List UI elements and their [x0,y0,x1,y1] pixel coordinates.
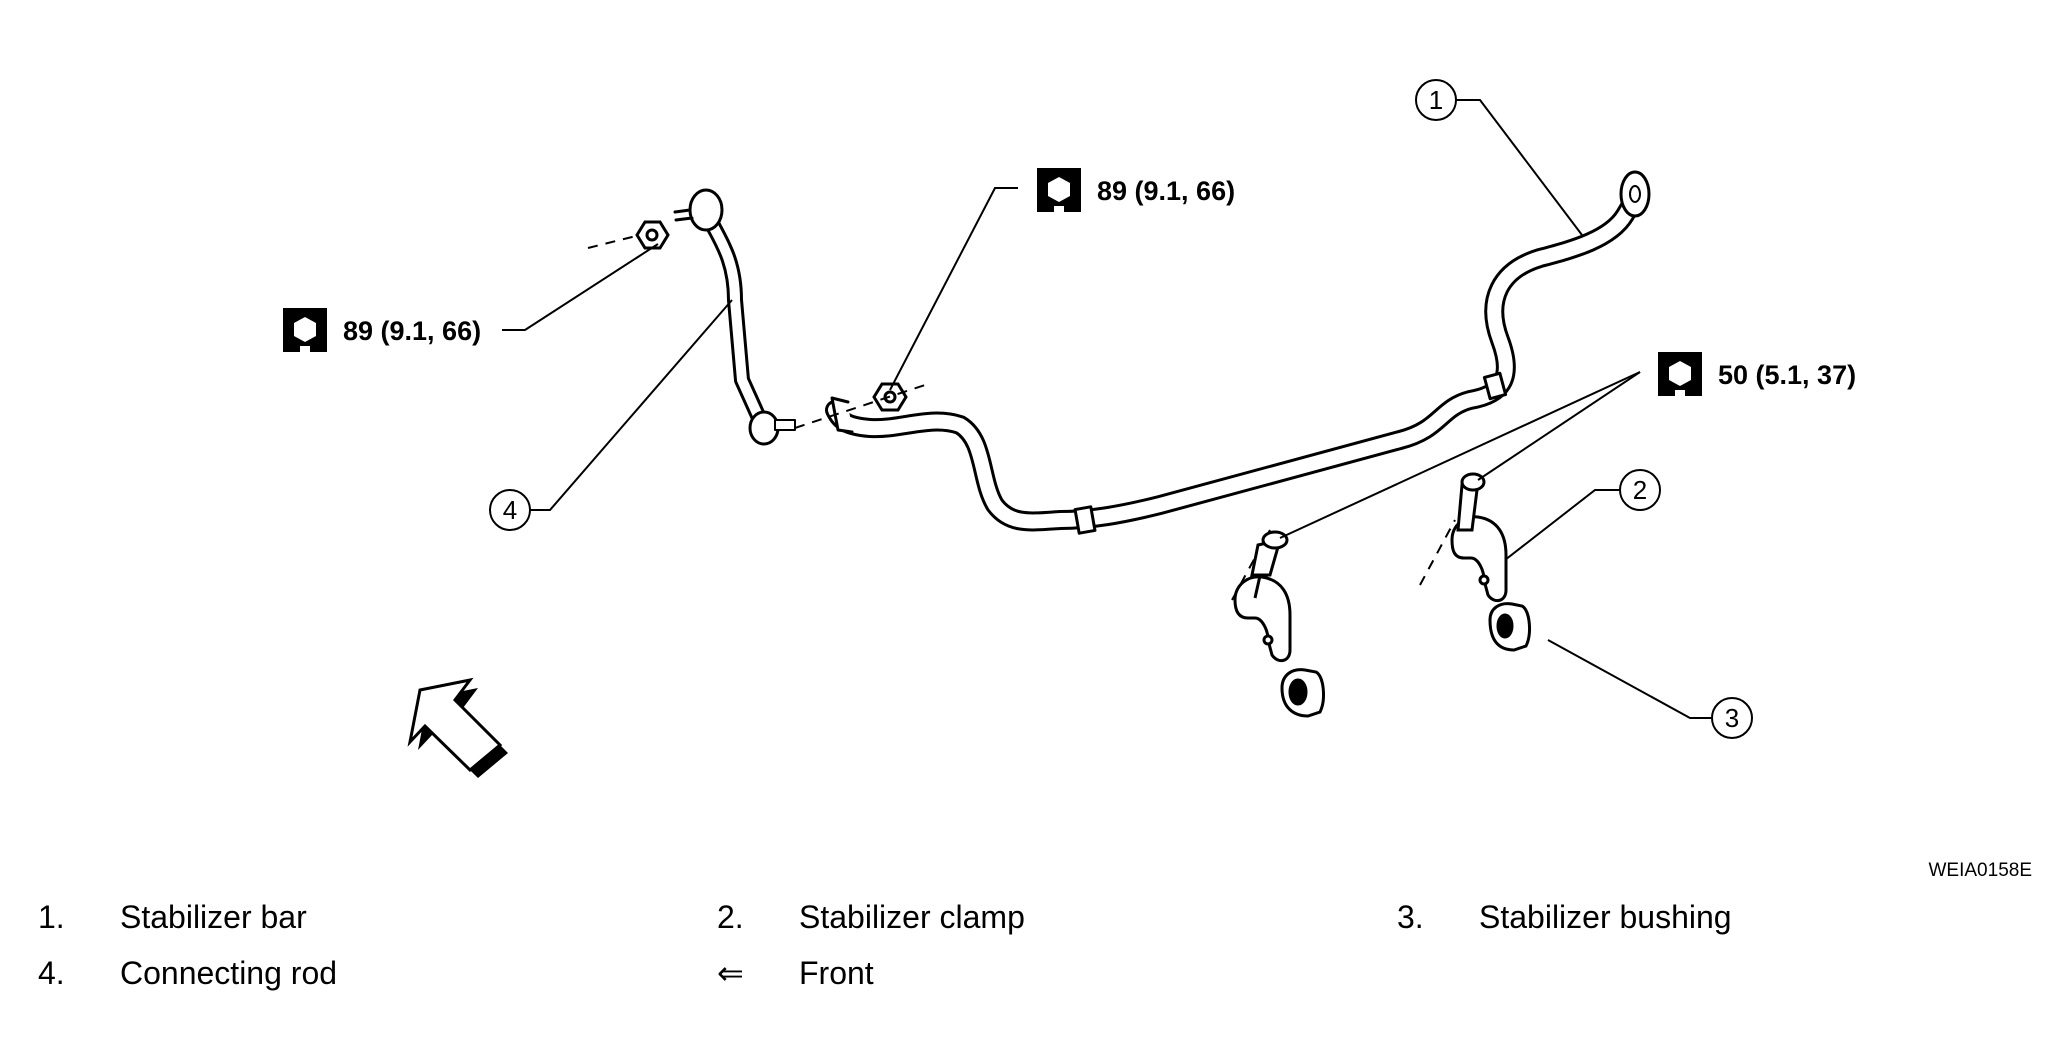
connecting-rod [673,188,796,446]
callout-2: 2 [1619,469,1661,511]
stabilizer-bushing-right [1488,602,1531,652]
torque-spec-middle: 89 (9.1, 66) [1037,168,1235,212]
stabilizer-bar [825,170,1651,535]
svg-text:2: 2 [1633,475,1647,505]
figure-id: WEIA0158E [1929,860,2033,881]
legend-label: Stabilizer bar [120,899,307,935]
alignment-lines [587,235,1456,601]
callout-4: 4 [489,489,531,531]
callout-1: 1 [1415,79,1457,121]
legend-num: 2. [717,899,744,935]
svg-text:89 (9.1, 66): 89 (9.1, 66) [343,316,481,346]
bolt-left [1250,530,1289,577]
torque-spec-left: 89 (9.1, 66) [283,308,481,352]
legend: 1. Stabilizer bar 2. Stabilizer clamp 3.… [0,885,2050,1005]
torque-wrench-icon [283,308,327,352]
legend-num: 3. [1397,899,1424,935]
legend-label: Connecting rod [120,955,338,991]
front-legend-arrow-icon: ⇐ [717,955,744,991]
svg-text:3: 3 [1725,703,1739,733]
svg-text:1: 1 [1429,85,1443,115]
stabilizer-bushing-left [1280,668,1325,718]
bolt-right [1456,472,1486,532]
svg-text:89 (9.1, 66): 89 (9.1, 66) [1097,176,1235,206]
stabilizer-clamp-right [1450,515,1508,603]
torque-wrench-icon [1658,352,1702,396]
upper-nut [635,220,670,250]
callout-3: 3 [1711,697,1753,739]
legend-num: 4. [38,955,65,991]
front-arrow-icon [407,677,508,778]
legend-label: Front [799,955,874,991]
legend-num: 1. [38,899,65,935]
svg-text:50 (5.1, 37): 50 (5.1, 37) [1718,360,1856,390]
svg-text:4: 4 [503,495,517,525]
torque-spec-right: 50 (5.1, 37) [1658,352,1856,396]
legend-label: Stabilizer bushing [1479,899,1732,935]
legend-label: Stabilizer clamp [799,899,1025,935]
leader-lines [502,99,1712,719]
torque-wrench-icon [1037,168,1081,212]
